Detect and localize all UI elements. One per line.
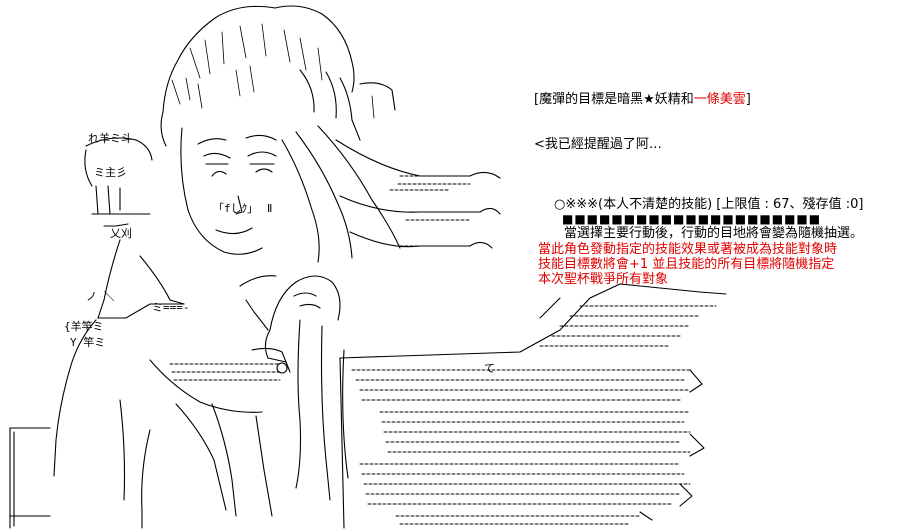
skill-special-line: 本次聖杯戰爭所有對象 — [538, 272, 669, 287]
hand-holding-card — [239, 275, 349, 501]
left-box — [9, 427, 51, 529]
skill-special-line: 技能目標數將會+1 並且技能的所有目標將隨機指定 — [538, 257, 835, 272]
ascii-ornament-text-2: ミ主彡 — [94, 166, 127, 179]
skill-special-effect: 當此角色發動指定的技能效果或著被成為技能對象時 技能目標數將會+1 並且技能的所… — [538, 242, 837, 287]
hair-strands-right — [281, 125, 501, 263]
target-highlight: 一條美雲 — [693, 92, 746, 107]
body: {羊竿ミ Y 竿ミ — [53, 239, 281, 529]
ascii-blush-right: Ⅱ — [267, 202, 272, 215]
skill-normal-effect: 當選擇主要行動後，行動的目地將會變為隨機抽選。 — [564, 226, 864, 241]
ascii-emblem-1: {羊竿ミ — [64, 319, 104, 333]
hair-outline — [160, 5, 396, 147]
dialogue-target-line: [魔彈的目標是暗黑★妖精和一條美雲] — [534, 92, 751, 107]
card-paper: て — [339, 283, 727, 529]
face: 「fしｸ」 Ⅱ — [180, 127, 277, 255]
ascii-ornament-text-3: 乂刈 — [110, 227, 132, 240]
ascii-card-mark: て — [484, 362, 495, 375]
ascii-emblem-2: Y 竿ミ — [70, 335, 105, 349]
hair-ornament-left: れ羊ミ斗 ミ主彡 乂刈 — [84, 131, 153, 240]
target-suffix: ] — [745, 92, 751, 107]
ascii-blush-left: 「fしｸ」 — [213, 202, 258, 215]
skill-title: ○※※※(本人不清楚的技能) [上限值 : 67、殘存值 :0] — [554, 197, 864, 212]
ascii-ornament-text: れ羊ミ斗 — [88, 131, 132, 145]
dialogue-reply-line: <我已經提醒過了阿… — [534, 137, 662, 152]
skill-rank-bar: ■■■■■■■■■■■■■■■■■■■■■ — [562, 212, 822, 226]
ascii-dash: ミ===- — [152, 301, 190, 314]
target-prefix: [魔彈的目標是暗黑★妖精和 — [534, 92, 694, 107]
skill-special-line: 當此角色發動指定的技能效果或著被成為技能對象時 — [538, 242, 838, 257]
ascii-wing: ノ ＼ — [86, 290, 115, 303]
